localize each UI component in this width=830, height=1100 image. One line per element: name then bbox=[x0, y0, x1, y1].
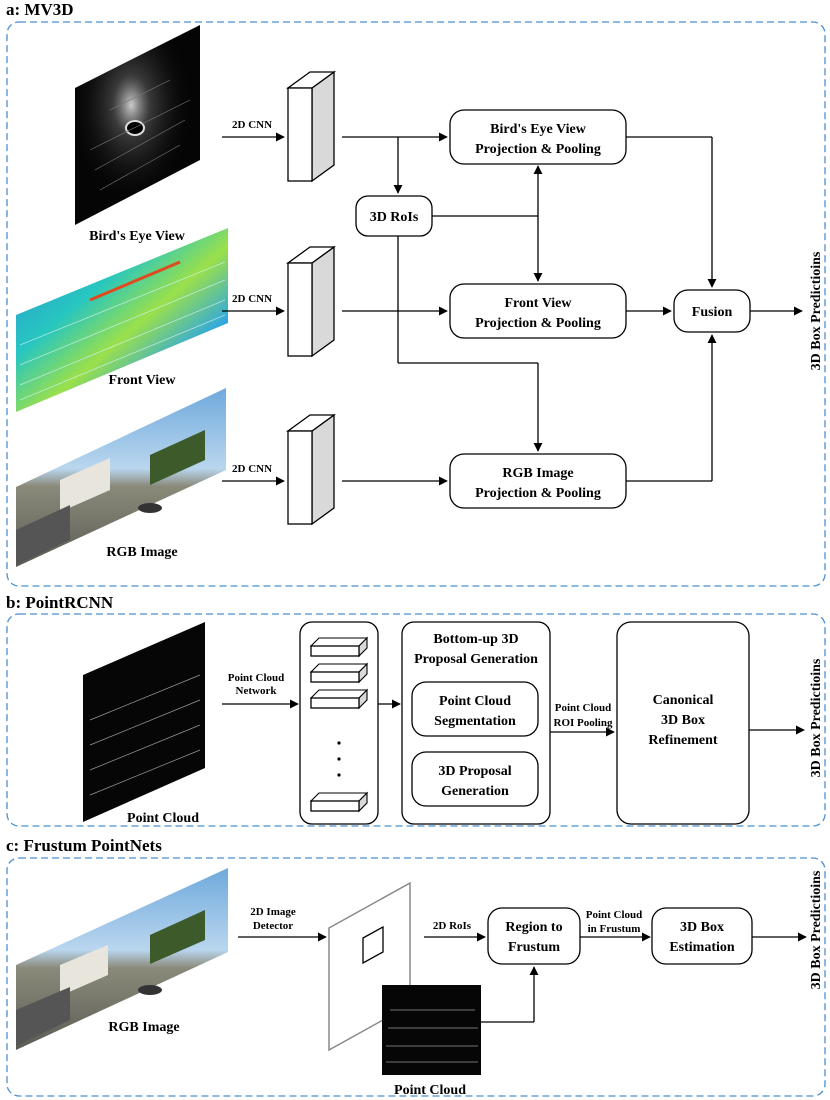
rois-text: 3D RoIs bbox=[370, 210, 419, 225]
estimation-line2: Estimation bbox=[669, 940, 735, 955]
output-label-c: 3D Box Predictioins bbox=[809, 870, 824, 989]
region-line2: Frustum bbox=[508, 940, 560, 955]
section-a-title: a: MV3D bbox=[6, 0, 74, 19]
rgb-label-a: RGB Image bbox=[106, 545, 177, 560]
front-view-image bbox=[16, 228, 228, 412]
detector-label-1: 2D Image bbox=[250, 906, 296, 918]
proposal-title-1: Bottom-up 3D bbox=[433, 632, 518, 647]
roi-pool-label-2: ROI Pooling bbox=[554, 717, 613, 729]
section-a-frame bbox=[6, 21, 826, 587]
network-label-1: Point Cloud bbox=[228, 672, 285, 684]
estimation-box bbox=[651, 907, 753, 965]
proposal-gen-line2: Generation bbox=[441, 784, 509, 799]
section-b-title: b: PointRCNN bbox=[6, 593, 114, 612]
output-label-b: 3D Box Predictioins bbox=[809, 658, 824, 777]
proposal-gen-box bbox=[411, 751, 539, 807]
point-cloud-label-b: Point Cloud bbox=[127, 811, 199, 826]
refinement-line1: Canonical bbox=[653, 693, 714, 708]
frustum-label-1: Point Cloud bbox=[586, 909, 643, 921]
front-proj-line2: Projection & Pooling bbox=[475, 316, 601, 331]
cnn-block-rgb bbox=[286, 413, 336, 526]
segmentation-box bbox=[411, 681, 539, 737]
feature-slab-3 bbox=[309, 688, 369, 710]
cnn-block-front bbox=[286, 245, 336, 358]
proposal-title-2: Proposal Generation bbox=[414, 652, 538, 667]
feature-dots bbox=[337, 741, 341, 777]
refinement-line3: Refinement bbox=[648, 733, 718, 748]
roi-pool-label-1: Point Cloud bbox=[555, 702, 612, 714]
feature-slab-2 bbox=[309, 662, 369, 684]
frustum-label-2: in Frustum bbox=[588, 923, 641, 935]
rgb-label-c: RGB Image bbox=[108, 1020, 179, 1035]
region-line1: Region to bbox=[505, 920, 562, 935]
feature-slab-1 bbox=[309, 636, 369, 658]
cnn-label-bev: 2D CNN bbox=[232, 119, 272, 131]
rois-label-c: 2D RoIs bbox=[433, 920, 472, 932]
bev-proj-line2: Projection & Pooling bbox=[475, 142, 601, 157]
refinement-box bbox=[616, 621, 750, 825]
point-cloud-image-c bbox=[382, 985, 481, 1075]
segmentation-line2: Segmentation bbox=[434, 714, 516, 729]
rgb-image-c bbox=[16, 868, 228, 1050]
region-box bbox=[487, 907, 581, 965]
network-label-2: Network bbox=[236, 685, 278, 697]
point-cloud-image-b bbox=[83, 622, 205, 822]
cnn-label-front: 2D CNN bbox=[232, 293, 272, 305]
rgb-image-a bbox=[16, 388, 226, 567]
proposal-gen-line1: 3D Proposal bbox=[438, 764, 511, 779]
estimation-line1: 3D Box bbox=[680, 920, 724, 935]
point-cloud-label-c: Point Cloud bbox=[394, 1083, 466, 1098]
rgb-proj-line1: RGB Image bbox=[502, 466, 573, 481]
segmentation-line1: Point Cloud bbox=[439, 694, 511, 709]
detector-label-2: Detector bbox=[253, 920, 293, 932]
bev-image bbox=[75, 25, 200, 225]
rgb-proj-line2: Projection & Pooling bbox=[475, 486, 601, 501]
section-b-frame bbox=[6, 613, 826, 827]
front-proj-line1: Front View bbox=[504, 296, 572, 311]
section-c-title: c: Frustum PointNets bbox=[6, 836, 162, 855]
feature-slab-4 bbox=[309, 791, 369, 813]
cnn-label-rgb: 2D CNN bbox=[232, 463, 272, 475]
output-label-a: 3D Box Predictioins bbox=[809, 251, 824, 370]
section-c-frame bbox=[6, 857, 826, 1097]
refinement-line2: 3D Box bbox=[661, 713, 705, 728]
front-view-label: Front View bbox=[108, 373, 176, 388]
bev-proj-line1: Bird's Eye View bbox=[490, 122, 587, 137]
bev-label: Bird's Eye View bbox=[89, 229, 186, 244]
fusion-text: Fusion bbox=[692, 305, 733, 320]
cnn-block-bev bbox=[286, 70, 336, 183]
